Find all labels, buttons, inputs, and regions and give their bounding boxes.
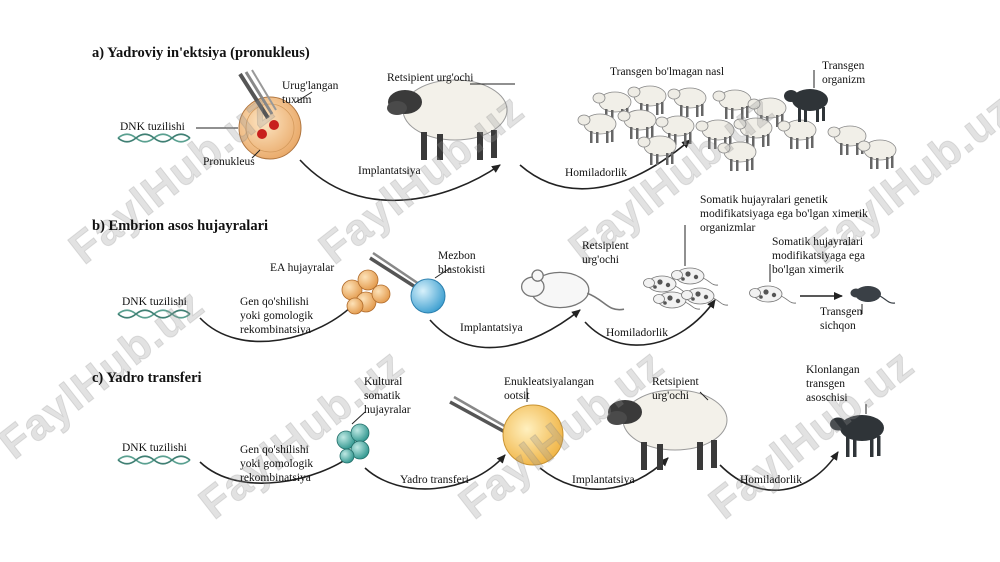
chimera2-label-line1: Somatik hujayralari bbox=[772, 236, 864, 248]
chimera2-label-line3: bo'lgan ximerik bbox=[772, 264, 845, 276]
cultured-cells bbox=[336, 423, 370, 464]
gen-label-c-line1: Gen qo'shilishi bbox=[240, 444, 309, 456]
recipient-label-b-line1: Retsipient bbox=[582, 240, 629, 252]
enucleated-oocyte bbox=[502, 404, 564, 466]
dna-label-a: DNK tuzilishi bbox=[120, 121, 185, 133]
arrow-gene-b bbox=[199, 301, 357, 343]
section-c-title: c) Yadro transferi bbox=[92, 370, 202, 386]
host-blastocyst bbox=[410, 278, 446, 314]
recipient-mouse bbox=[520, 269, 625, 311]
arrow-implant-b bbox=[429, 309, 581, 349]
ea-label: EA hujayralar bbox=[270, 262, 335, 274]
gen-label-c-line3: rekombinatsiya bbox=[240, 472, 311, 484]
dna-strand-c bbox=[117, 455, 191, 465]
recipient-label-c-line1: Retsipient bbox=[652, 376, 699, 388]
transfer-label: Yadro transferi bbox=[400, 474, 469, 486]
section-b-title: b) Embrion asos hujayralari bbox=[92, 218, 269, 234]
chimeric-mouse bbox=[749, 285, 797, 304]
egg-label-line2: tuxum bbox=[282, 94, 312, 106]
fertilized-egg bbox=[238, 96, 302, 160]
cultured-label-line2: somatik bbox=[364, 390, 401, 402]
dna-label-b: DNK tuzilishi bbox=[122, 296, 187, 308]
injection-pipette-a bbox=[238, 69, 277, 120]
chimera1-label-line3: organizmlar bbox=[700, 222, 756, 234]
gen-label-b-line2: yoki gomologik bbox=[240, 310, 314, 322]
cultured-label-line1: Kultural bbox=[364, 376, 403, 388]
chimera1-label-line2: modifikatsiyaga ega bo'lgan ximerik bbox=[700, 208, 868, 220]
transgenic-label-line1: Transgen bbox=[822, 60, 865, 72]
arrow-implant-c bbox=[539, 457, 669, 490]
egg-label-line1: Urug'langan bbox=[282, 80, 339, 92]
transgenic-mouse bbox=[850, 286, 896, 304]
arrow-gene-c bbox=[199, 454, 353, 484]
pregnancy-label-a: Homiladorlik bbox=[565, 167, 627, 179]
injection-pipette-b bbox=[369, 251, 423, 292]
recipient-label-c-line2: urg'ochi bbox=[652, 390, 689, 402]
cloned-label-line2: transgen bbox=[806, 378, 845, 390]
section-a-title: a) Yadroviy in'ektsiya (pronukleus) bbox=[92, 45, 310, 61]
section-b-graphics bbox=[117, 225, 896, 349]
arrow-pregnancy-c bbox=[719, 451, 839, 491]
transgenic-mouse-label-line2: sichqon bbox=[820, 320, 856, 332]
pregnancy-label-b: Homiladorlik bbox=[606, 327, 668, 339]
ea-cells bbox=[341, 269, 391, 315]
cultured-label-line3: hujayralar bbox=[364, 404, 411, 416]
implant-label-c: Implantatsiya bbox=[572, 474, 635, 486]
injection-pipette-c bbox=[449, 395, 509, 434]
implant-label-b: Implantatsiya bbox=[460, 322, 523, 334]
implant-label-a: Implantatsiya bbox=[358, 165, 421, 177]
chimeric-mice-group bbox=[643, 267, 729, 310]
host-label-line1: Mezbon bbox=[438, 250, 476, 262]
transgenic-lamb bbox=[784, 89, 828, 122]
cloned-lamb bbox=[830, 415, 884, 457]
chimera1-label-line1: Somatik hujayralari genetik bbox=[700, 194, 828, 206]
transgenic-mouse-label-line1: Transgen bbox=[820, 306, 863, 318]
arrow-transfer-c bbox=[364, 454, 506, 490]
pronucleus-label: Pronukleus bbox=[203, 156, 255, 168]
arrow-pregnancy-a bbox=[519, 139, 691, 190]
dna-label-c: DNK tuzilishi bbox=[122, 442, 187, 454]
chimera2-label-line2: modifikatsiyaga ega bbox=[772, 250, 865, 262]
enucleated-label-line1: Enukleatsiyalangan bbox=[504, 376, 595, 388]
nontransgenic-label: Transgen bo'lmagan nasl bbox=[610, 66, 725, 78]
gen-label-b-line3: rekombinatsiya bbox=[240, 324, 311, 336]
host-label-line2: blastokisti bbox=[438, 264, 486, 276]
gen-label-b-line1: Gen qo'shilishi bbox=[240, 296, 309, 308]
arrow-implant-a bbox=[299, 159, 501, 202]
pregnancy-label-c: Homiladorlik bbox=[740, 474, 802, 486]
section-a-graphics bbox=[117, 69, 897, 202]
transgenic-label-line2: organizm bbox=[822, 74, 866, 86]
enucleated-label-line2: ootsit bbox=[504, 390, 530, 402]
cloned-label-line1: Klonlangan bbox=[806, 364, 860, 376]
recipient-label-b-line2: urg'ochi bbox=[582, 254, 619, 266]
section-c-graphics bbox=[117, 388, 884, 491]
gen-label-c-line2: yoki gomologik bbox=[240, 458, 314, 470]
recipient-label-a: Retsipient urg'ochi bbox=[387, 72, 474, 84]
cloned-label-line3: asoschisi bbox=[806, 392, 848, 404]
arrow-pregnancy-b bbox=[584, 299, 716, 346]
